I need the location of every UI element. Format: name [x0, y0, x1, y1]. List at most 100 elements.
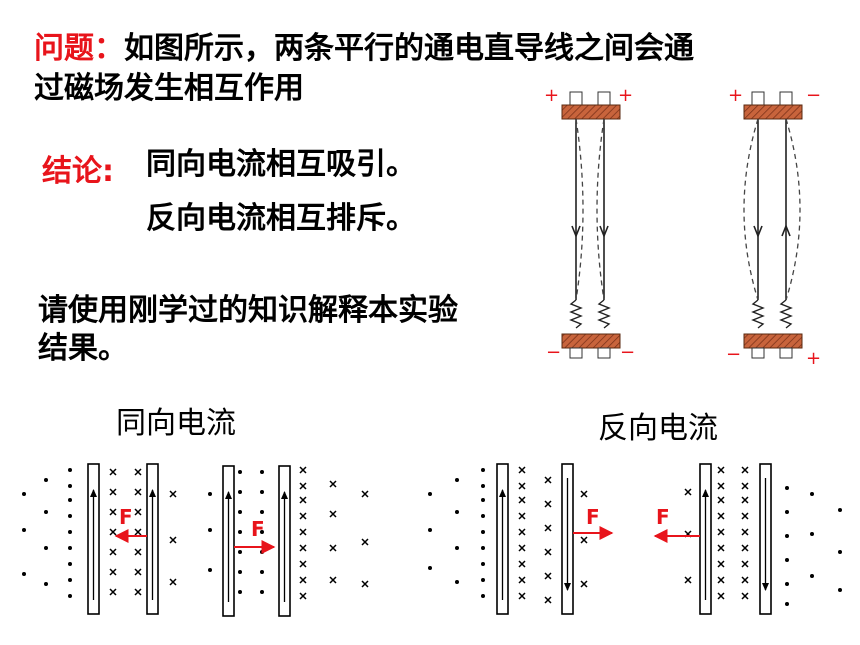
field-dot: [68, 562, 72, 566]
field-dot: [455, 546, 459, 550]
field-dot: [68, 484, 72, 488]
field-cross: [299, 592, 307, 600]
field-cross: [741, 528, 749, 536]
field-cross: [717, 544, 725, 552]
field-cross: [717, 528, 725, 536]
field-dot: [208, 568, 212, 572]
field-dot: [238, 490, 242, 494]
field-dot: [260, 470, 264, 474]
field-cross: [299, 482, 307, 490]
field-dot: [68, 514, 72, 518]
field-cross: [544, 548, 552, 556]
prompt-line-2: 结果。: [38, 331, 128, 366]
field-dot: [785, 486, 789, 490]
field-cross: [299, 512, 307, 520]
field-cross: [361, 538, 369, 546]
field-cross: [361, 490, 369, 498]
field-cross: [717, 576, 725, 584]
field-dot: [238, 470, 242, 474]
field-cross: [299, 496, 307, 504]
field-dot: [838, 588, 842, 592]
sign-left-bottom-1: −: [546, 342, 561, 363]
field-cross: [741, 544, 749, 552]
prompt-line-1: 请使用刚学过的知识解释本实验: [38, 293, 458, 328]
field-dot: [428, 528, 432, 532]
field-cross: [580, 490, 588, 498]
conductor-diagram-2: F: [222, 465, 291, 617]
field-cross: [134, 548, 142, 556]
field-cross: [134, 528, 142, 536]
question-line-2: 过磁场发生相互作用: [34, 71, 304, 106]
field-cross: [518, 528, 526, 536]
sign-left-top-2: +: [618, 85, 633, 106]
field-cross: [518, 560, 526, 568]
question-line-1: 问题：如图所示，两条平行的通电直导线之间会通: [34, 30, 694, 68]
field-dot: [481, 594, 485, 598]
field-dot: [238, 550, 242, 554]
field-cross: [544, 524, 552, 532]
field-dot: [260, 530, 264, 534]
field-cross: [684, 488, 692, 496]
field-cross: [109, 548, 117, 556]
field-cross: [134, 488, 142, 496]
field-cross: [299, 528, 307, 536]
sign-right-bottom-1: −: [726, 344, 741, 365]
conclusion-label: 结论:: [42, 154, 114, 189]
force-label-2: F: [251, 517, 265, 541]
field-cross: [109, 528, 117, 536]
field-cross: [741, 482, 749, 490]
conductor-diagram-3: F: [496, 463, 614, 615]
field-cross: [109, 508, 117, 516]
field-cross: [329, 510, 337, 518]
field-dot: [260, 510, 264, 514]
field-cross: [169, 578, 177, 586]
field-dot: [481, 562, 485, 566]
caption-opposite-direction: 反向电流: [598, 411, 718, 446]
conclusion-line-2: 反向电流相互排斥。: [146, 201, 416, 236]
field-dot: [785, 534, 789, 538]
caption-same-direction: 同向电流: [116, 406, 236, 441]
field-cross: [109, 488, 117, 496]
question-text-1: 如图所示，两条平行的通电直导线之间会通: [124, 31, 694, 66]
field-cross: [717, 482, 725, 490]
field-cross: [518, 544, 526, 552]
field-cross: [580, 536, 588, 544]
field-dot: [481, 546, 485, 550]
field-cross: [741, 592, 749, 600]
apparatus-opposite-direction: + − − +: [726, 85, 821, 369]
field-dot: [481, 530, 485, 534]
field-cross: [518, 466, 526, 474]
field-cross: [741, 512, 749, 520]
field-dot: [260, 570, 264, 574]
field-cross: [741, 496, 749, 504]
field-dot: [785, 602, 789, 606]
field-cross: [169, 536, 177, 544]
sign-right-top-2: −: [806, 85, 821, 106]
field-cross: [518, 496, 526, 504]
field-dot: [838, 508, 842, 512]
field-cross: [329, 576, 337, 584]
field-dot: [810, 532, 814, 536]
field-dot: [68, 468, 72, 472]
field-dot: [481, 468, 485, 472]
field-dot: [260, 490, 264, 494]
field-cross: [299, 560, 307, 568]
field-dot: [260, 550, 264, 554]
field-dot: [455, 510, 459, 514]
field-cross: [329, 544, 337, 552]
field-cross: [134, 588, 142, 596]
field-dot: [68, 546, 72, 550]
field-cross: [741, 576, 749, 584]
field-cross: [134, 568, 142, 576]
field-dot: [44, 582, 48, 586]
field-dot: [22, 492, 26, 496]
field-cross: [717, 466, 725, 474]
field-cross: [580, 580, 588, 588]
sign-left-top-1: +: [544, 85, 559, 106]
field-dot: [238, 530, 242, 534]
field-cross: [717, 496, 725, 504]
field-cross: [518, 512, 526, 520]
field-cross: [518, 576, 526, 584]
field-dot: [68, 498, 72, 502]
